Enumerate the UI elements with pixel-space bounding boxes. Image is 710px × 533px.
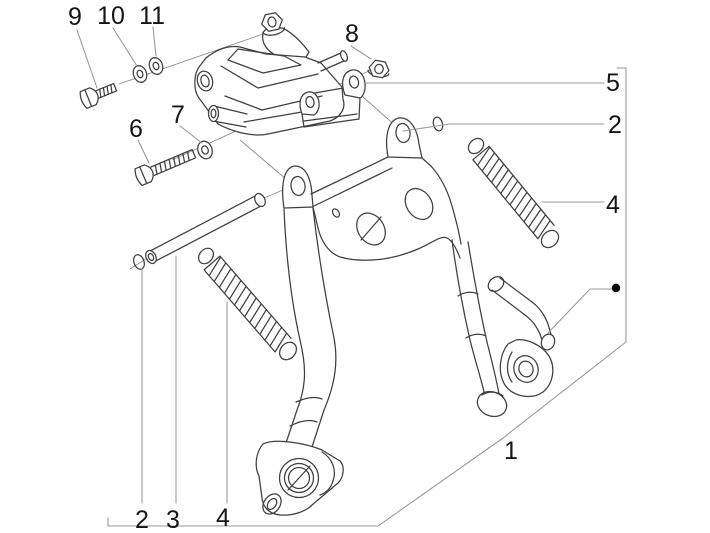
pivot-tube	[212, 105, 248, 128]
stand-left-leg	[283, 207, 337, 448]
foot-boss-inner	[287, 466, 311, 490]
callout-5: 5	[606, 69, 620, 97]
bracket-ear-hole	[200, 74, 210, 88]
stud-end	[339, 50, 349, 62]
clip-axis-line	[129, 256, 150, 270]
foot-boss-slash	[287, 465, 311, 491]
assembly-bracket-line	[107, 67, 627, 527]
washer-upper-inner	[148, 57, 164, 75]
flange-nut	[367, 59, 390, 79]
return-spring-left	[197, 247, 298, 361]
kick-lever	[487, 275, 556, 398]
callout-8: 8	[345, 20, 359, 48]
bracket-tab-left-hole	[305, 95, 315, 109]
callout-10: 10	[97, 2, 125, 30]
leader-2-right	[402, 123, 605, 132]
callout-6: 6	[129, 115, 143, 143]
foot-heel-inner	[266, 497, 278, 511]
foot-boss-outer	[278, 457, 320, 499]
hex-bolt-lower	[134, 148, 197, 187]
stand-crossbar	[310, 156, 462, 245]
leader-8	[350, 45, 372, 60]
callout-7: 7	[171, 101, 185, 129]
circlip-right	[432, 116, 444, 132]
stand-hole-left	[356, 212, 386, 246]
stand-hole-small	[331, 208, 341, 218]
bracket-tab-left	[299, 91, 320, 116]
stand-right-leg	[451, 239, 500, 395]
pin-bore	[147, 252, 155, 262]
hex-bolt-upper	[79, 82, 118, 109]
assembly-marker-dot	[611, 283, 621, 293]
leader-11	[152, 26, 157, 57]
stand-hole-right	[404, 187, 434, 221]
callout-3-bottom: 3	[166, 506, 180, 533]
lever-plate	[499, 339, 554, 398]
callout-labels: 9 10 11 6 7 8 5 2 4 1 2 3 4	[68, 2, 622, 533]
assembly-dot-leader	[547, 288, 613, 334]
callout-leaders	[76, 26, 627, 527]
bracket-tab-right-hole	[348, 75, 360, 89]
callout-9: 9	[68, 3, 82, 31]
stud	[317, 51, 346, 72]
foot-corner	[319, 451, 335, 496]
leader-10	[112, 27, 138, 67]
callout-11: 11	[139, 2, 165, 30]
bracket-ear-rim	[196, 70, 214, 92]
pivot-tube-end	[207, 104, 220, 123]
washer-upper-outer	[132, 65, 148, 83]
stand-left-foot	[255, 440, 344, 516]
bracket-tab-right	[342, 69, 366, 99]
callout-4-right: 4	[606, 191, 620, 219]
pivot-tube-bore	[210, 108, 217, 119]
washer-lower	[197, 140, 213, 160]
foot-heel	[262, 493, 282, 515]
callout-4-bottom: 4	[216, 504, 230, 532]
stand-right-tab	[386, 117, 423, 159]
leader-7	[179, 125, 203, 144]
stand-web	[317, 227, 461, 261]
pin-far-end	[254, 192, 266, 208]
pivot-pin	[145, 192, 266, 265]
support-bracket	[299, 69, 366, 128]
callout-2-bottom: 2	[135, 506, 149, 533]
arm-nut	[261, 12, 286, 36]
engine-mount-bracket	[194, 12, 349, 136]
center-stand	[255, 117, 556, 516]
return-spring-right	[467, 137, 560, 249]
pin-near-end	[145, 249, 157, 265]
foot-boss-mid	[283, 462, 315, 494]
stand-right-foot-cap	[481, 391, 504, 397]
stand-right-tab-hole	[395, 122, 411, 144]
bracket-top-pad	[227, 48, 302, 74]
leader-9	[76, 29, 98, 89]
stand-left-tab-hole	[290, 175, 306, 197]
callout-1: 1	[504, 437, 518, 465]
leader-6	[137, 139, 150, 164]
stand-left-tab	[282, 165, 314, 209]
circlip-left	[133, 254, 145, 270]
callout-2-right: 2	[608, 111, 622, 139]
stand-hole-left-slash	[360, 216, 382, 241]
bracket-channel	[301, 86, 361, 128]
